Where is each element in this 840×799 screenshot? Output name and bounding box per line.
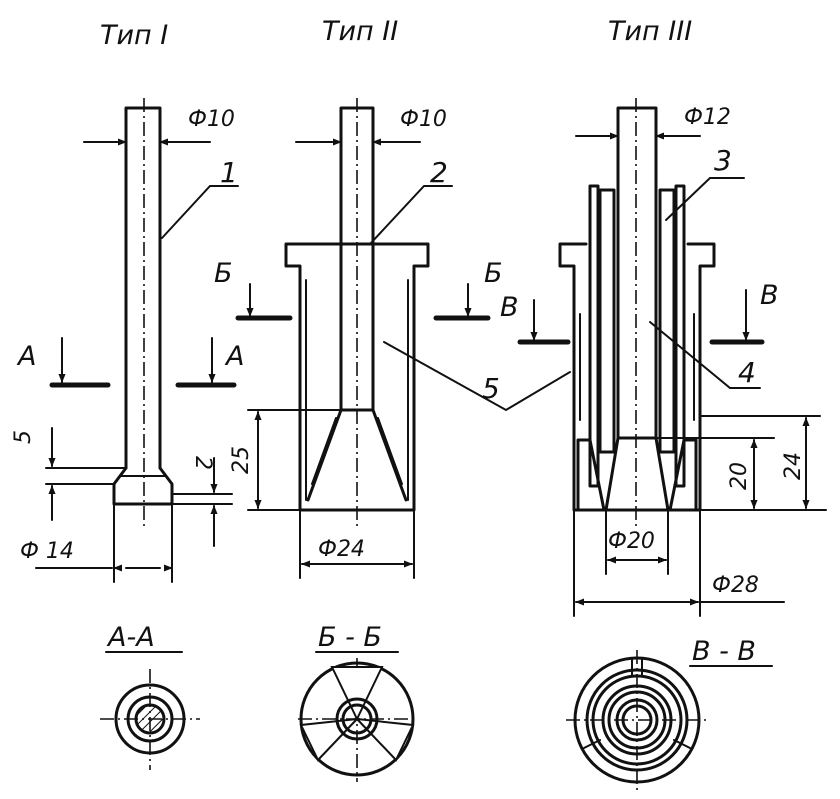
section-a-a-label: А-А [106, 622, 155, 653]
section-b-b-label: Б - Б [318, 622, 382, 653]
cut-letter-a-right: А [224, 341, 244, 372]
cut-letter-v-right: В [760, 280, 779, 311]
cut-letter-b-right: Б [484, 258, 503, 289]
dim-height-2: 2 [190, 456, 215, 470]
dim-height-5: 5 [11, 430, 36, 444]
type-2-title: Тип II [322, 16, 398, 47]
dim-height-25: 25 [229, 446, 254, 474]
dim-d14: Ф 14 [20, 539, 74, 564]
section-v-v-label: В - В [692, 636, 756, 667]
callout-2: 2 [430, 156, 448, 189]
dim-d10-type1: Ф10 [188, 107, 235, 132]
section-a-a: А-А [100, 622, 200, 770]
section-b-b: Б - Б [298, 622, 418, 782]
cut-letter-v-left: В [500, 292, 519, 323]
type-2-nozzle: Ф10 2 Б Б 25 Ф24 [214, 98, 503, 579]
callout-4: 4 [738, 356, 756, 389]
dim-d12: Ф12 [684, 105, 731, 130]
dim-d28: Ф28 [712, 573, 759, 598]
callout-3: 3 [714, 144, 732, 177]
callout-5-leader: 5 [383, 341, 571, 412]
cut-letter-a-left: А [16, 341, 36, 372]
type-3-nozzle: Ф12 3 4 В В 20 24 Ф20 Ф28 [500, 98, 827, 617]
dim-height-24: 24 [781, 452, 806, 480]
dim-d24: Ф24 [318, 537, 365, 562]
dim-d10-type2: Ф10 [400, 107, 447, 132]
cut-letter-b-left: Б [214, 258, 233, 289]
type-1-title: Тип I [100, 20, 168, 51]
callout-1: 1 [220, 156, 238, 189]
dim-height-20: 20 [727, 462, 752, 490]
section-v-v: В - В [566, 636, 773, 790]
type-1-nozzle: Ф10 1 А А 5 2 Ф 14 [11, 98, 244, 583]
callout-5: 5 [482, 372, 500, 405]
dim-d20: Ф20 [608, 529, 655, 554]
type-3-title: Тип III [608, 16, 692, 47]
